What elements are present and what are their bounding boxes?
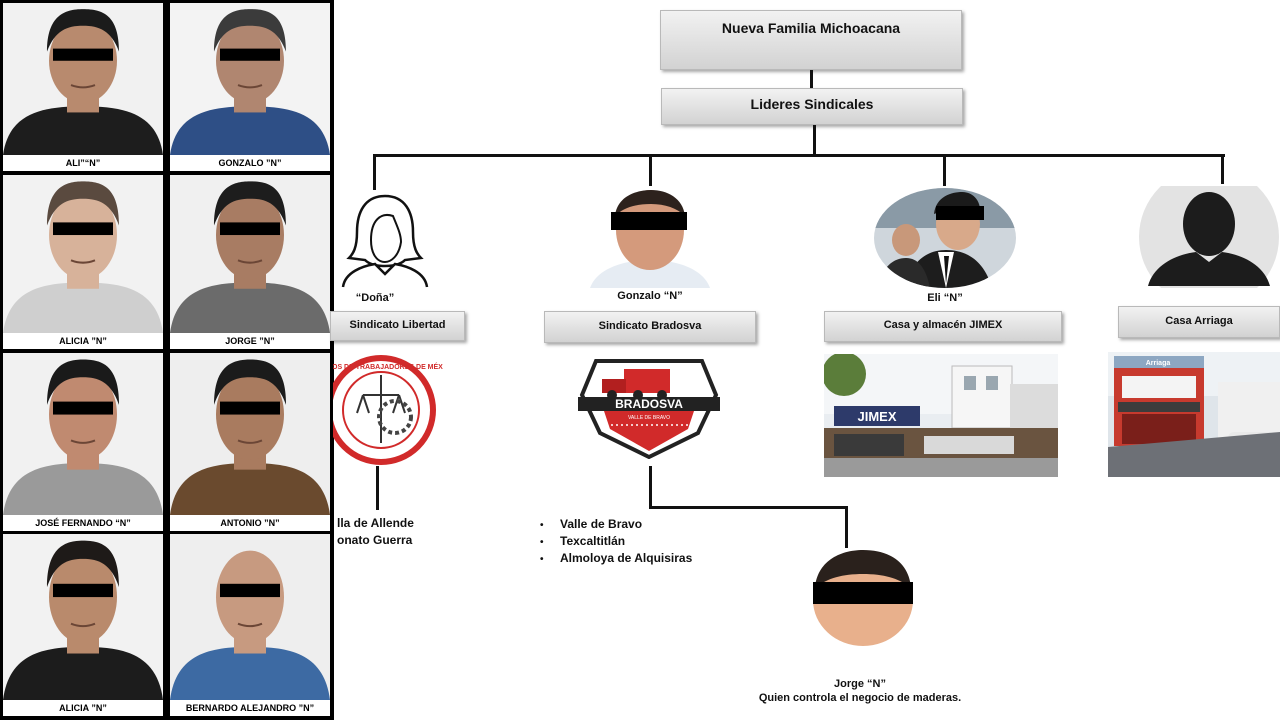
person-label-dona: “Doña”: [355, 292, 395, 304]
connector-horizontal: [373, 154, 1225, 157]
jimex-storefront-photo: JIMEX: [824, 354, 1058, 477]
connector-bradosva-down: [649, 466, 652, 508]
libertad-logo-text: OBREROS DE TRABAJADORES DE MÉXICO: [333, 362, 443, 371]
connector-drop-4: [1221, 154, 1224, 184]
detainee-name: ALICIA ”N”: [3, 700, 163, 716]
box-sindicato-bradosva: Sindicato Bradosva: [544, 311, 756, 343]
box-sindicato-libertad: Sindicato Libertad: [330, 311, 465, 341]
detainee-photo: [170, 3, 330, 155]
detainee-name: JOSÉ FERNANDO “N”: [3, 515, 163, 531]
town-item: Texcaltitlán: [540, 533, 692, 550]
arriaga-sign-text: Arriaga: [1146, 360, 1171, 367]
detainee-name: GONZALO ”N”: [170, 155, 330, 171]
town-item: Almoloya de Alquisiras: [540, 550, 692, 567]
person-label-eli: Eli “N”: [927, 292, 963, 304]
bradosva-town-list: Valle de Bravo Texcaltitlán Almoloya de …: [540, 516, 692, 567]
detainee-photo: [170, 175, 330, 333]
box-casa-almacen-jimex: Casa y almacén JIMEX: [824, 311, 1062, 342]
connector-libertad-towns: [376, 466, 379, 510]
detainee-name: JORGE ”N”: [170, 333, 330, 349]
box-lideres-sindicales: Lideres Sindicales: [661, 88, 963, 125]
top-box-nueva-familia: Nueva Familia Michoacana: [660, 10, 962, 70]
sindicato-libertad-logo: OBREROS DE TRABAJADORES DE MÉXICO: [333, 355, 443, 465]
detainee-card: JORGE ”N”: [170, 175, 330, 349]
connector-to-jorge: [845, 506, 848, 550]
detainee-photo-grid: ALI”“N” GONZALO ”N” ALICIA ”N” JORGE ”N” JOS…: [0, 0, 334, 720]
detainee-name: ANTONIO ”N”: [170, 515, 330, 531]
detainee-name: ALICIA ”N”: [3, 333, 163, 349]
town-item: onato Guerra: [337, 533, 413, 547]
bradosva-logo: BRADOSVA VALLE DE BRAVO: [576, 355, 722, 459]
detainee-card: ALICIA ”N”: [3, 534, 163, 716]
detainee-card: ALICIA ”N”: [3, 175, 163, 349]
female-silhouette-icon: [335, 190, 435, 288]
detainee-card: GONZALO ”N”: [170, 3, 330, 171]
detainee-photo: [170, 534, 330, 700]
detainee-photo: [3, 175, 163, 333]
connector-bradosva-right: [649, 506, 847, 509]
jorge-portrait: [803, 548, 923, 648]
detainee-name: BERNARDO ALEJANDRO ”N”: [170, 700, 330, 716]
detainee-card: BERNARDO ALEJANDRO ”N”: [170, 534, 330, 716]
eli-portrait: [874, 188, 1016, 288]
connector-drop-3: [943, 154, 946, 186]
gonzalo-portrait: [585, 186, 715, 288]
bradosva-logo-subtext: VALLE DE BRAVO: [628, 415, 670, 421]
detainee-photo: [3, 353, 163, 515]
bradosva-logo-text: BRADOSVA: [615, 397, 683, 411]
detainee-card: JOSÉ FERNANDO “N”: [3, 353, 163, 531]
libertad-town-list: lla de Allende onato Guerra: [337, 515, 414, 549]
role-label-jorge: Quien controla el negocio de maderas.: [758, 692, 962, 704]
jimex-sign-text: JIMEX: [857, 409, 896, 424]
detainee-photo: [170, 353, 330, 515]
detainee-card: ANTONIO ”N”: [170, 353, 330, 531]
connector-second: [813, 125, 816, 155]
box-casa-arriaga: Casa Arriaga: [1118, 306, 1280, 338]
detainee-name: ALI”“N”: [3, 155, 163, 171]
town-item: lla de Allende: [337, 516, 414, 530]
detainee-card: ALI”“N”: [3, 3, 163, 171]
person-label-gonzalo: Gonzalo “N”: [617, 290, 683, 302]
connector-drop-1: [373, 154, 376, 190]
detainee-photo: [3, 534, 163, 700]
person-label-jorge: Jorge “N”: [834, 678, 886, 690]
connector-drop-2: [649, 154, 652, 188]
casa-arriaga-street-photo: Arriaga: [1108, 352, 1280, 477]
connector-top: [810, 70, 813, 89]
unknown-person-silhouette-icon: [1138, 186, 1280, 288]
town-item: Valle de Bravo: [540, 516, 692, 533]
detainee-photo: [3, 3, 163, 155]
